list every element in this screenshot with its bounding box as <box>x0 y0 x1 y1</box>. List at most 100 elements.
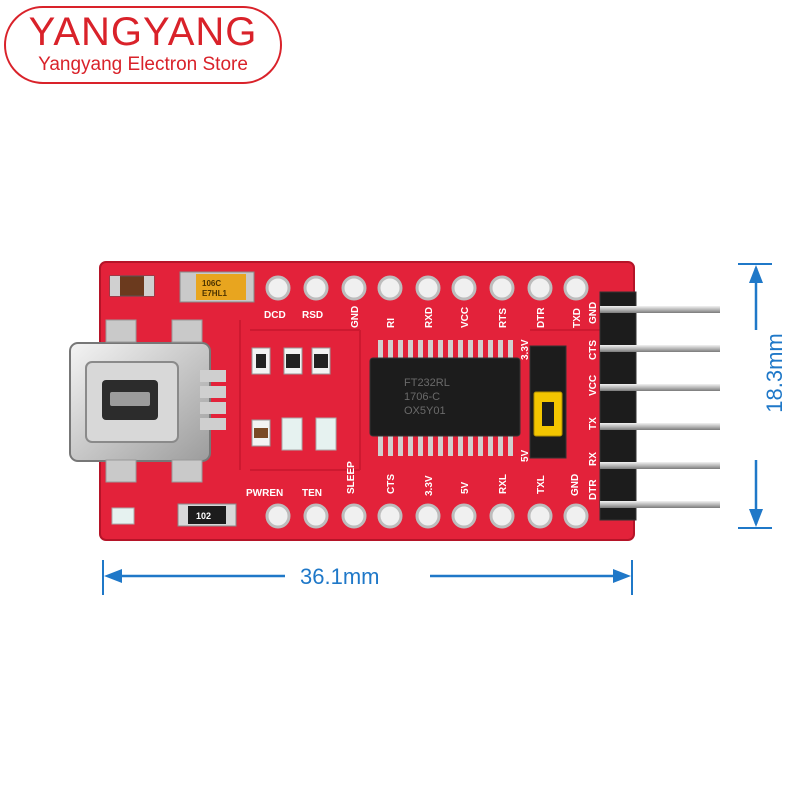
pin-hole <box>341 503 367 529</box>
voltage-jumper <box>529 345 567 459</box>
chip-pin <box>438 340 443 360</box>
resistor-102: 102 <box>177 503 237 527</box>
jumper-label-5v: 5V <box>520 449 531 462</box>
pin-hole <box>265 503 291 529</box>
chip-pin <box>488 434 493 456</box>
side-label: DTR <box>588 479 599 500</box>
bottom-label: RXL <box>498 474 509 494</box>
top-label: DCD <box>264 310 286 321</box>
chip-pin <box>468 434 473 456</box>
chip-pin <box>398 340 403 360</box>
store-logo: YANGYANG Yangyang Electron Store <box>4 6 282 84</box>
side-label: CTS <box>588 340 599 360</box>
side-label: GND <box>588 302 599 324</box>
pin-hole <box>415 503 441 529</box>
led-bottom-left <box>111 507 135 525</box>
pin-hole <box>451 275 477 301</box>
pin-hole <box>265 275 291 301</box>
width-dimension <box>102 560 633 595</box>
chip-pin <box>498 340 503 360</box>
ft232-chip: FT232RL 1706-C OX5Y01 <box>369 357 521 437</box>
header-pin <box>600 501 720 508</box>
usb-pad <box>105 459 137 483</box>
tantalum-capacitor: 106C E7HL1 <box>179 271 255 303</box>
usb-pad <box>171 459 203 483</box>
side-label: VCC <box>588 375 599 396</box>
pin-hole <box>341 275 367 301</box>
resistor-marking: 102 <box>196 511 211 521</box>
chip-pin <box>498 434 503 456</box>
chip-pin <box>388 434 393 456</box>
pin-hole <box>303 503 329 529</box>
width-label: 36.1mm <box>300 564 380 589</box>
chip-pin <box>428 434 433 456</box>
pcb-traces <box>239 320 600 471</box>
chip-pin <box>488 340 493 360</box>
top-left-component <box>109 275 155 297</box>
chip-pin <box>428 340 433 360</box>
chip-pin <box>508 340 513 360</box>
top-label: DTR <box>536 307 547 328</box>
pin-hole <box>415 275 441 301</box>
usb-pad <box>105 319 137 343</box>
chip-pins <box>378 340 513 456</box>
bottom-label: CTS <box>386 474 397 494</box>
smd-resistor-group <box>251 347 331 375</box>
bottom-label: 3.3V <box>424 475 435 496</box>
brand-name: YANGYANG <box>28 10 258 54</box>
pin-hole <box>527 275 553 301</box>
height-label: 18.3mm <box>762 333 787 413</box>
usb-pad <box>171 319 203 343</box>
pin-hole <box>527 503 553 529</box>
chip-marking-3: OX5Y01 <box>404 405 446 417</box>
chip-pin <box>408 434 413 456</box>
chip-pin <box>508 434 513 456</box>
bottom-label: 5V <box>460 481 471 494</box>
pin-header <box>599 291 720 521</box>
height-dimension <box>738 263 772 529</box>
pin-hole <box>489 275 515 301</box>
header-pin <box>600 423 720 430</box>
side-label: RX <box>588 452 599 466</box>
top-label: RTS <box>498 308 509 328</box>
chip-pin <box>378 340 383 360</box>
top-label: RI <box>386 318 397 328</box>
bottom-label: TXL <box>536 475 547 494</box>
chip-marking-1: FT232RL <box>404 377 450 389</box>
chip-pin <box>478 340 483 360</box>
chip-pin <box>418 434 423 456</box>
chip-pin <box>458 434 463 456</box>
mini-usb-connector <box>69 342 226 462</box>
header-pin <box>600 345 720 352</box>
bottom-label: PWREN <box>246 488 283 499</box>
top-pin-holes <box>265 275 589 301</box>
pin-hole <box>377 275 403 301</box>
chip-pin <box>448 340 453 360</box>
top-label: GND <box>350 306 361 328</box>
pin-hole <box>563 275 589 301</box>
top-label: RSD <box>302 310 323 321</box>
top-label: RXD <box>424 307 435 328</box>
chip-pin <box>408 340 413 360</box>
chip-pin <box>448 434 453 456</box>
chip-pin <box>468 340 473 360</box>
top-label: VCC <box>460 307 471 328</box>
pin-hole <box>489 503 515 529</box>
chip-pin <box>478 434 483 456</box>
bottom-pin-holes <box>265 503 589 529</box>
bottom-label: TEN <box>302 488 322 499</box>
cap-marking-2: E7HL1 <box>202 289 227 298</box>
pin-hole <box>563 503 589 529</box>
chip-pin <box>418 340 423 360</box>
header-pin <box>600 462 720 469</box>
pin-hole <box>303 275 329 301</box>
store-name: Yangyang Electron Store <box>38 54 248 75</box>
bottom-label: SLEEP <box>346 461 357 494</box>
chip-pin <box>388 340 393 360</box>
pin-hole <box>377 503 403 529</box>
